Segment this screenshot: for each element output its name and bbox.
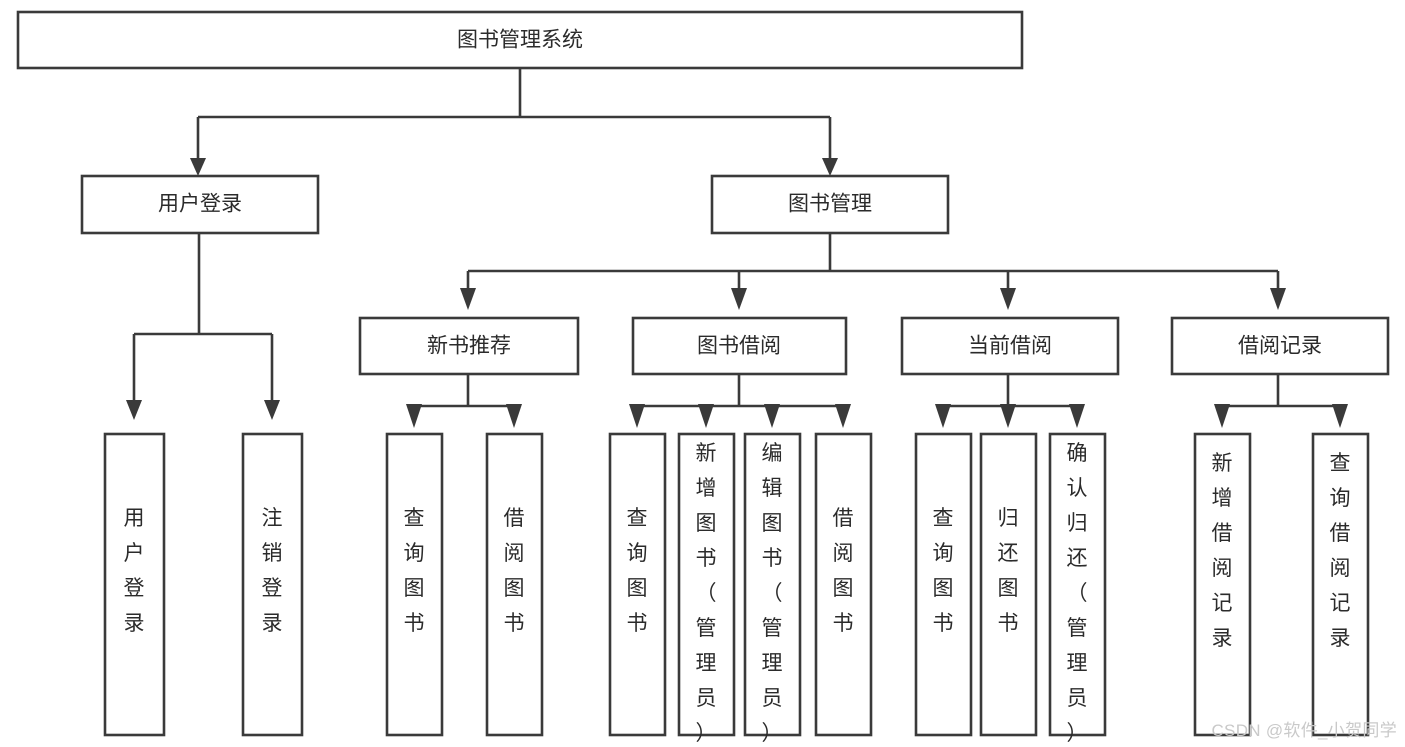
node-book-manage-label: 图书管理 <box>788 193 872 216</box>
node-book-borrow-label: 图书借阅 <box>697 335 781 358</box>
leaf-borrow-record-0-label: 新增借阅记录 <box>1212 452 1233 650</box>
leaf-new-book-rec-0[interactable]: 查询图书 <box>385 432 444 737</box>
leaf-user-login-1[interactable]: 注销登录 <box>241 432 304 737</box>
node-current-borrow[interactable]: 当前借阅 <box>900 316 1120 376</box>
connector-bookmanage-to-level3 <box>460 233 1286 310</box>
leaf-user-login-1-label: 注销登录 <box>262 507 283 635</box>
leaf-current-borrow-0[interactable]: 查询图书 <box>914 432 973 737</box>
node-current-borrow-label: 当前借阅 <box>968 335 1052 358</box>
node-root-label: 图书管理系统 <box>457 29 583 52</box>
node-user-login[interactable]: 用户登录 <box>80 174 320 235</box>
leaf-book-borrow-0-label: 查询图书 <box>627 507 648 635</box>
leaf-book-borrow-0[interactable]: 查询图书 <box>608 432 667 737</box>
leaf-user-login-0[interactable]: 用户登录 <box>103 432 166 737</box>
node-book-borrow[interactable]: 图书借阅 <box>631 316 848 376</box>
leaf-current-borrow-2[interactable]: 确认归还（管理员） <box>1048 432 1107 745</box>
connector-bookborrow-to-leaves <box>629 374 851 428</box>
node-borrow-record[interactable]: 借阅记录 <box>1170 316 1390 376</box>
connector-borrowrecord-to-leaves <box>1214 374 1348 428</box>
connector-newbook-to-leaves <box>406 374 522 428</box>
node-book-manage[interactable]: 图书管理 <box>710 174 950 235</box>
leaf-new-book-rec-1-label: 借阅图书 <box>504 507 525 635</box>
leaf-book-borrow-1-label: 新增图书（管理员） <box>696 442 717 745</box>
leaf-new-book-rec-1[interactable]: 借阅图书 <box>485 432 544 737</box>
leaf-book-borrow-1[interactable]: 新增图书（管理员） <box>677 432 736 745</box>
node-borrow-record-label: 借阅记录 <box>1238 335 1322 358</box>
connector-userlogin-to-leaves <box>126 233 280 420</box>
leaf-user-login-0-label: 用户登录 <box>124 507 145 635</box>
leaf-borrow-record-1-label: 查询借阅记录 <box>1330 452 1351 650</box>
leaf-borrow-record-0[interactable]: 新增借阅记录 <box>1193 432 1252 737</box>
leaf-current-borrow-0-label: 查询图书 <box>933 507 954 635</box>
node-root[interactable]: 图书管理系统 <box>16 10 1024 70</box>
leaf-book-borrow-3-label: 借阅图书 <box>833 507 854 635</box>
leaf-borrow-record-1[interactable]: 查询借阅记录 <box>1311 432 1370 737</box>
connector-currentborrow-to-leaves <box>935 374 1085 428</box>
connector-root-to-level2 <box>190 68 838 176</box>
node-user-login-label: 用户登录 <box>158 193 242 216</box>
leaf-current-borrow-1-label: 归还图书 <box>998 507 1019 635</box>
node-new-book-rec-label: 新书推荐 <box>427 335 511 358</box>
leaf-current-borrow-1[interactable]: 归还图书 <box>979 432 1038 737</box>
leaf-book-borrow-3[interactable]: 借阅图书 <box>814 432 873 737</box>
node-new-book-rec[interactable]: 新书推荐 <box>358 316 580 376</box>
leaf-current-borrow-2-label: 确认归还（管理员） <box>1067 442 1088 745</box>
leaf-new-book-rec-0-label: 查询图书 <box>404 507 425 635</box>
leaf-book-borrow-2[interactable]: 编辑图书（管理员） <box>743 432 802 745</box>
leaf-book-borrow-2-label: 编辑图书（管理员） <box>762 442 783 745</box>
